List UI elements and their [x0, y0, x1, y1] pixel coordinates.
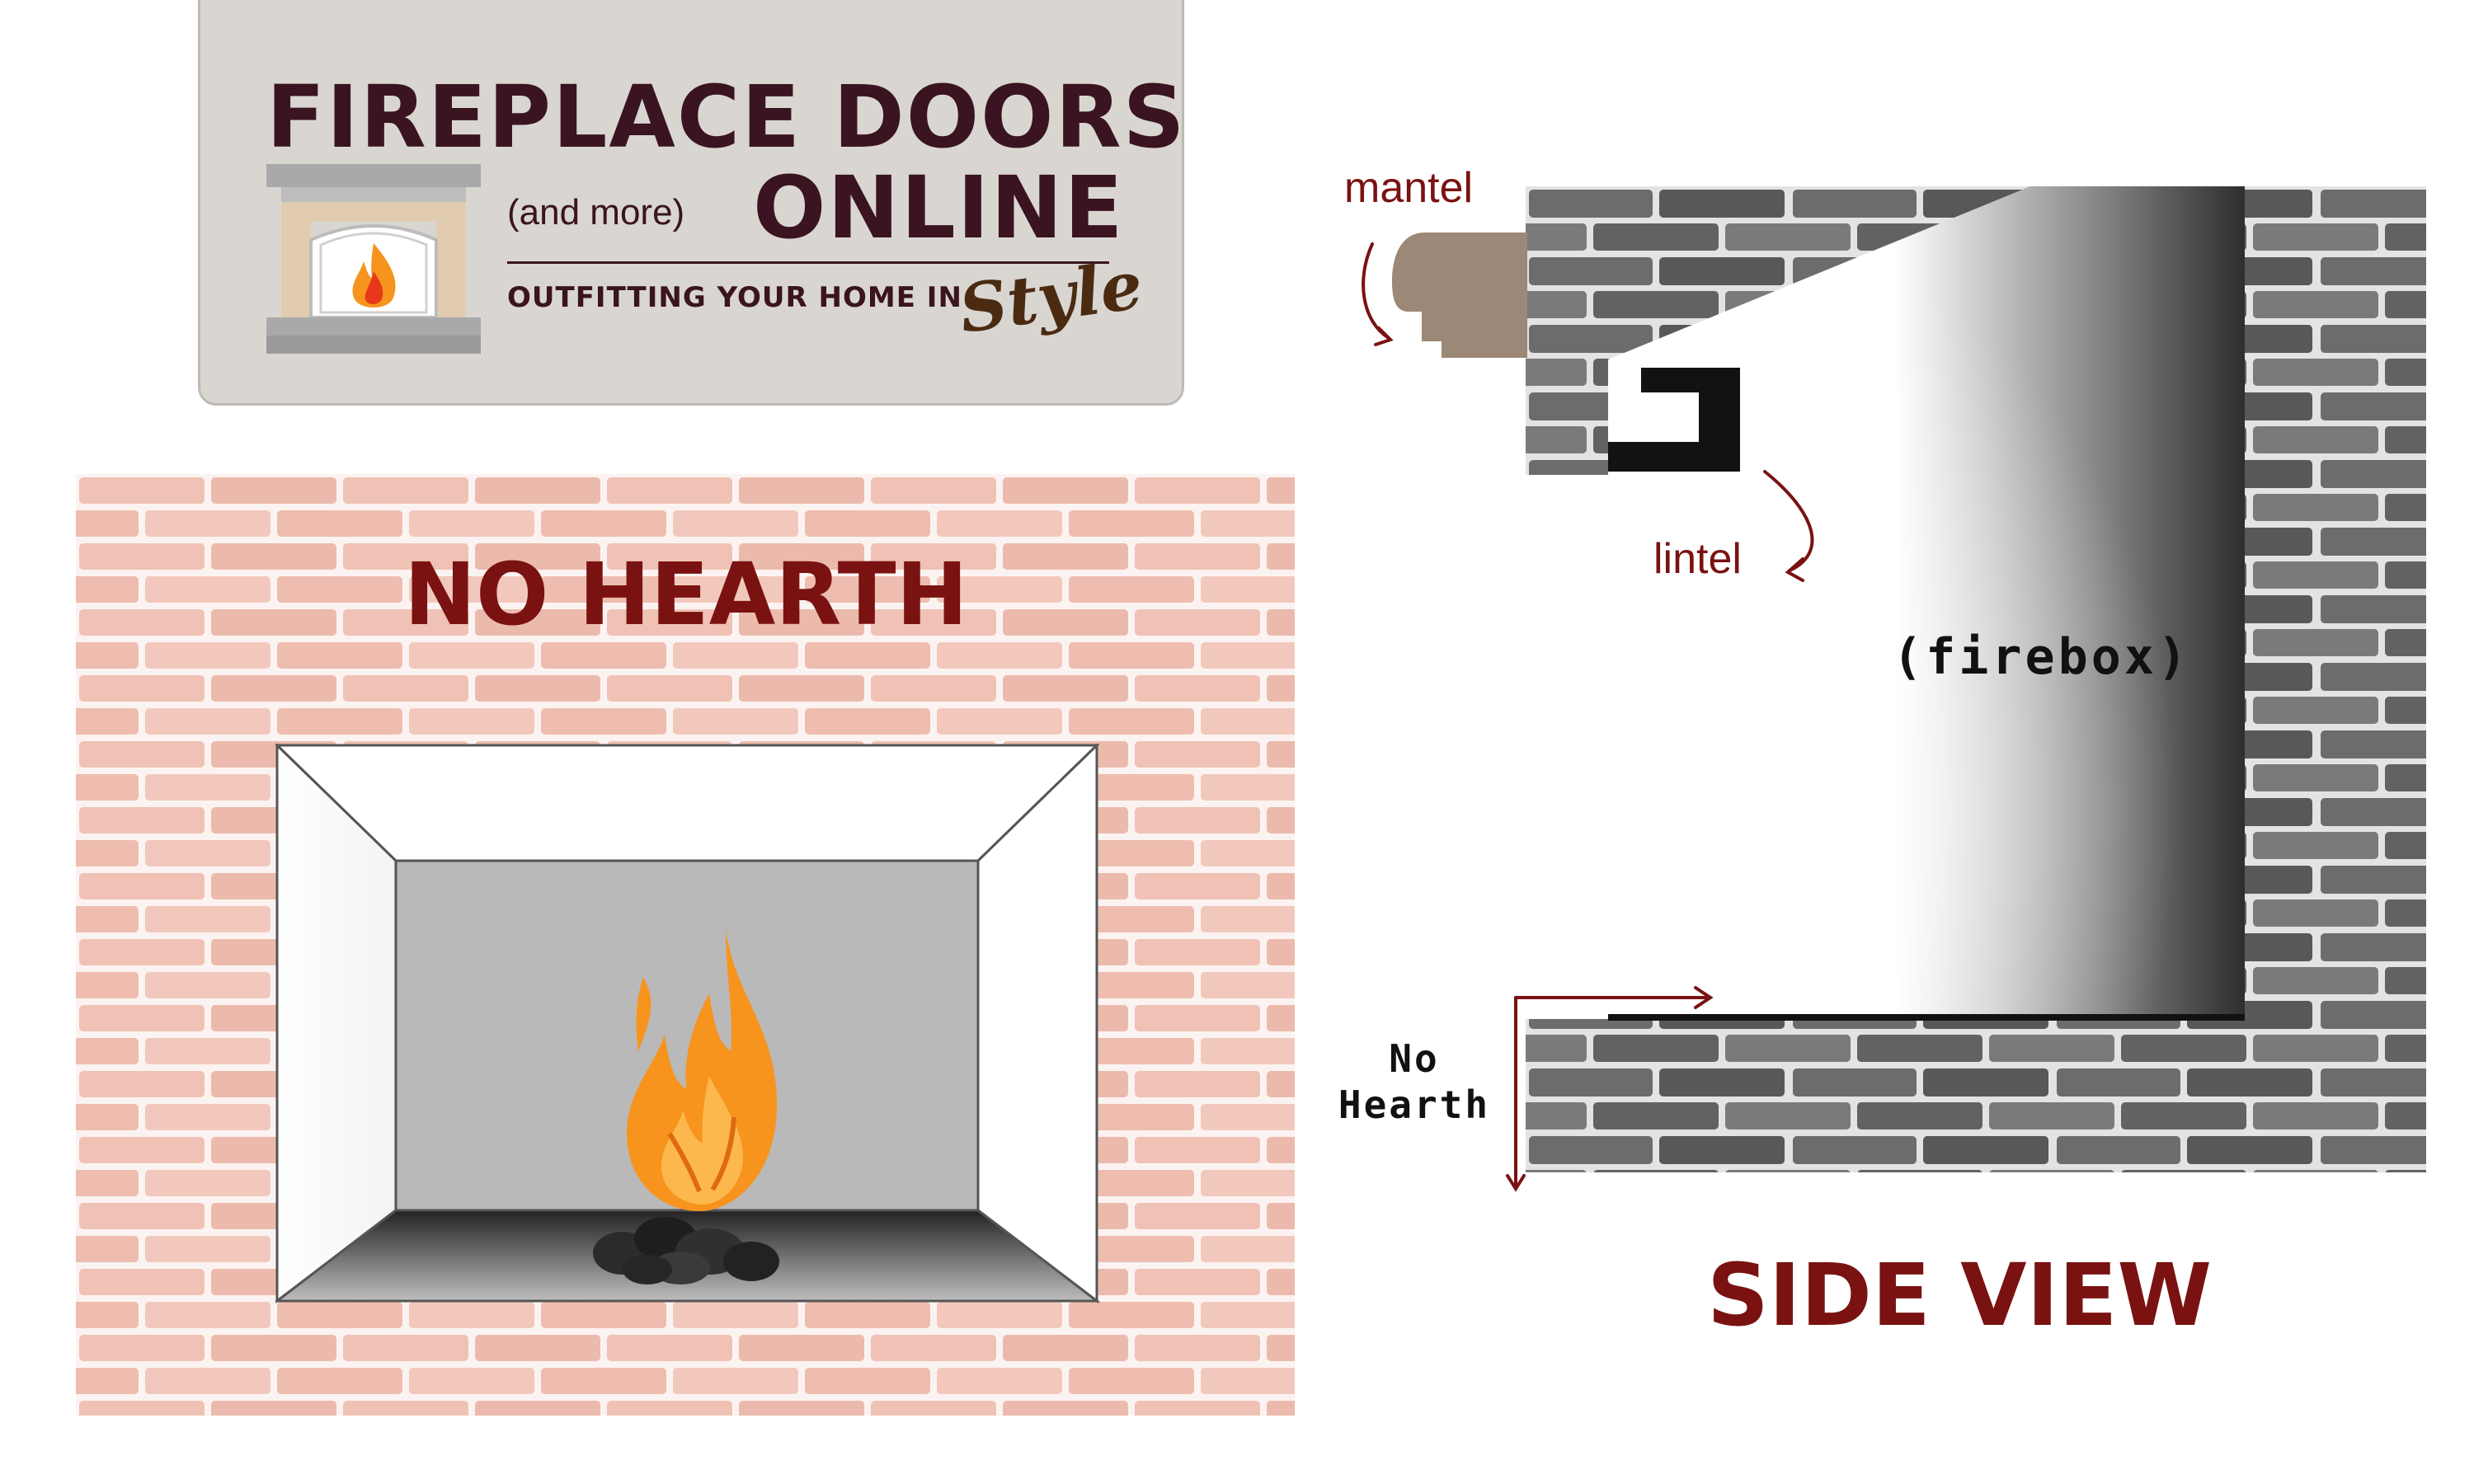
- no-hearth-label: No Hearth: [1336, 1036, 1493, 1128]
- mantel-shape: [1392, 232, 1527, 358]
- front-view-title: NO HEARTH: [404, 544, 968, 645]
- logo-tagline: OUTFITTING YOUR HOME IN: [507, 281, 962, 314]
- logo-card: FIREPLACE DOORS (and more) ONLINE OUTFIT…: [198, 0, 1187, 406]
- mantel-label: mantel: [1344, 164, 1474, 212]
- logo-divider: [507, 261, 1109, 264]
- side-view-diagram: [1526, 186, 2426, 1172]
- lintel-label: lintel: [1653, 535, 1742, 583]
- annotation-arrows: [1362, 242, 1814, 1192]
- arrow-icon: [1362, 242, 1390, 340]
- fireplace-opening: [275, 744, 1100, 1304]
- coal-icon: [593, 1217, 779, 1284]
- logo-and-more: (and more): [507, 192, 685, 232]
- firebox-label: (firebox): [1893, 628, 2191, 686]
- no-hearth-label-line2: Hearth: [1338, 1082, 1491, 1127]
- no-hearth-label-line1: No: [1389, 1036, 1440, 1081]
- fireplace-logo-icon: [266, 164, 481, 354]
- side-view-title: SIDE VIEW: [1707, 1245, 2213, 1345]
- logo-online: ONLINE: [753, 157, 1125, 258]
- logo-title: FIREPLACE DOORS: [266, 67, 1187, 167]
- flame-icon: [627, 929, 778, 1212]
